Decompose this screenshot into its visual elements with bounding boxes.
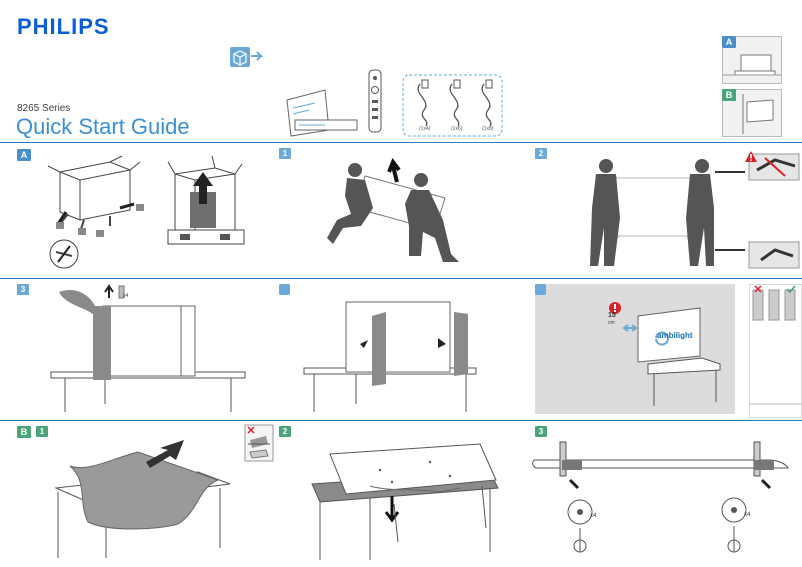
distance-unit: cm [608,320,615,326]
two-people-carrying-tv-upright [590,159,714,266]
page-title: Quick Start Guide [16,114,190,139]
remove-foam-illustration [50,284,246,412]
cable-label-1: (1x4) [419,126,431,132]
section-divider-1 [0,142,802,143]
power-cables-box [402,74,503,137]
distance-value: 15 [608,312,616,319]
section-a-step-2-tag: 2 [535,148,547,159]
cloth-warning-detail [244,424,274,462]
wall-side-detail [749,284,802,418]
step-marker-remove-side-foam [279,284,290,295]
package-contents [286,69,382,137]
tv-on-stand-illustration [609,302,721,406]
series-label: 8265 Series [17,103,71,114]
section-b-step-1-tag: 1 [36,426,48,437]
section-b-tag: B [17,426,31,438]
mount-option-b-panel [722,89,782,137]
brand-logo: PHILIPS [17,14,110,39]
section-b-step-3-tag: 3 [535,426,547,437]
screw-count-label: x4 [123,293,129,299]
warning-detail-top [748,153,800,181]
mount-option-a-panel [722,36,782,84]
section-divider-3 [0,420,802,421]
mount-option-a-tag: A [722,36,736,48]
screw-count-right: x4 [744,512,751,518]
detail-correct-hold [748,241,800,269]
warning-icon [745,151,757,162]
two-people-lifting-tv [327,158,459,262]
section-a-tag: A [17,149,31,161]
step-marker-placement-overlay [535,284,546,295]
section-a-step-1-tag: 1 [279,148,291,159]
remove-side-foam-illustration [303,301,477,412]
tv-face-down-illustration [311,443,499,560]
mount-option-b-tag: B [722,89,736,101]
unboxing-illustration [47,155,245,269]
ambilight-label: ambilight [657,331,693,340]
box-icon [230,47,263,67]
detail-connector-top [715,171,745,173]
cable-label-3: (1x8) [482,126,494,132]
attach-wall-bracket-illustration [532,441,789,553]
section-divider-2 [0,278,802,279]
section-b-step-2-tag: 2 [279,426,291,437]
room-placement-panel [535,284,735,414]
lay-cloth-on-table-illustration [54,440,231,558]
screw-count-left: x4 [590,513,597,519]
section-a-step-3-tag: 3 [17,284,29,295]
cable-label-2: (1x6) [451,126,463,132]
detail-connector-bottom [715,249,745,251]
